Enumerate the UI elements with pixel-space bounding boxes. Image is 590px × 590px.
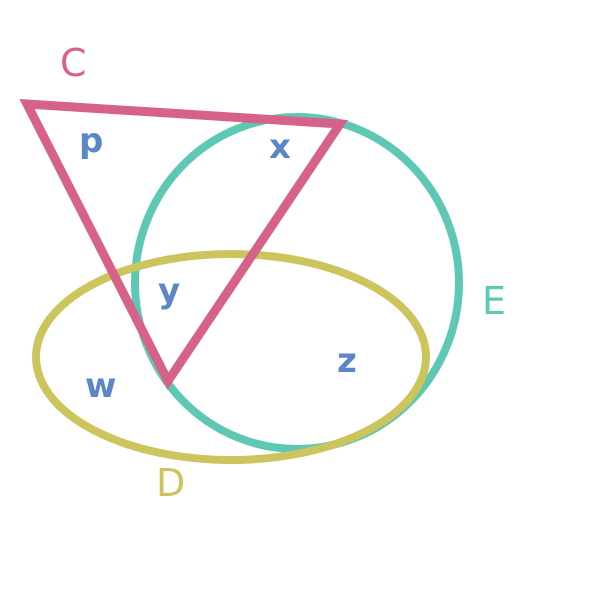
region-label-x: x (269, 127, 291, 167)
set-e-label: E (482, 279, 506, 323)
region-label-z: z (337, 341, 357, 381)
region-label-p: p (79, 121, 103, 161)
region-label-y: y (158, 271, 180, 311)
set-d-label: D (156, 461, 185, 505)
region-label-w: w (85, 366, 116, 406)
set-d-ellipse (32, 250, 430, 464)
set-c-triangle (19, 99, 349, 390)
set-c-label: C (60, 41, 87, 85)
